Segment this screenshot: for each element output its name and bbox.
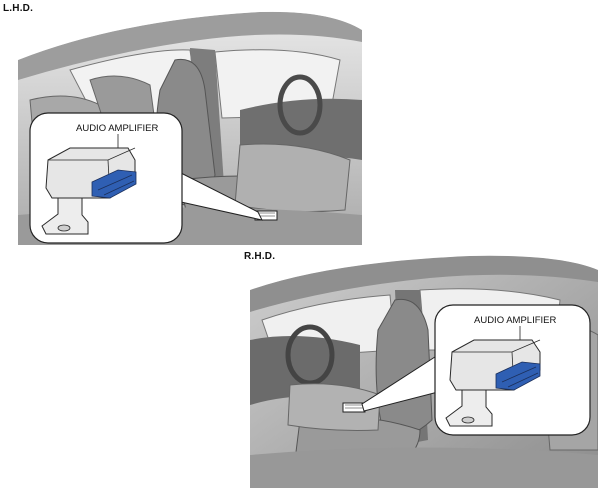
rhd-heading: R.H.D. — [244, 251, 276, 262]
rhd-amplifier-bracket — [445, 389, 493, 427]
lhd-amplifier-connector — [91, 169, 137, 199]
lhd-callout-bubble: AUDIO AMPLIFIER — [29, 112, 183, 244]
lhd-amplifier-bracket — [41, 197, 89, 235]
lhd-callout-label: AUDIO AMPLIFIER — [76, 123, 158, 134]
rhd-callout-bubble: AUDIO AMPLIFIER — [434, 304, 591, 436]
rhd-callout-label: AUDIO AMPLIFIER — [474, 315, 556, 326]
lhd-heading: L.H.D. — [3, 3, 34, 14]
rhd-amplifier-connector — [495, 361, 541, 391]
